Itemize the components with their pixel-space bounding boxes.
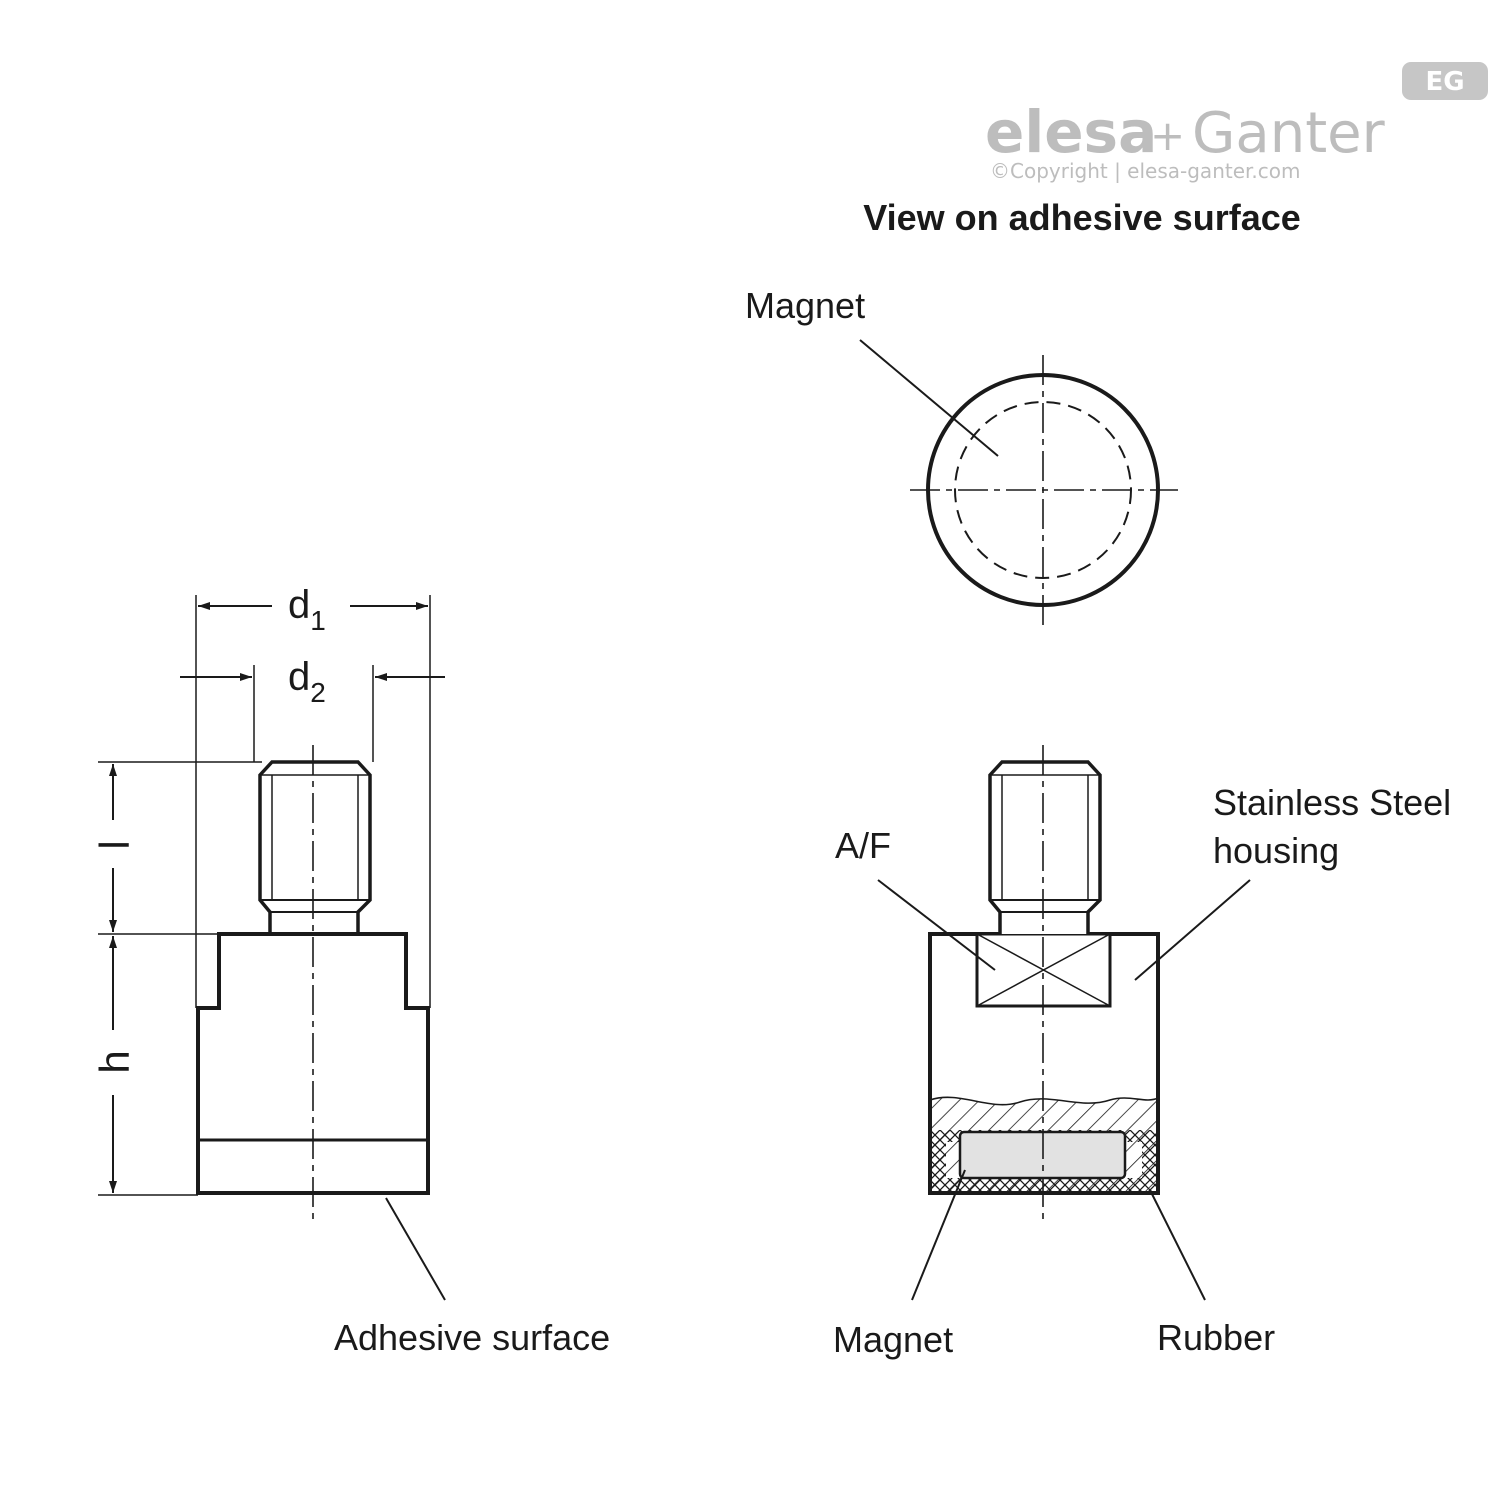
label-af: A/F xyxy=(835,825,891,866)
eg-badge-icon: EG xyxy=(1402,62,1488,100)
eg-badge-text: EG xyxy=(1425,67,1464,97)
rubber-leader xyxy=(1149,1189,1206,1301)
side-view-drawing xyxy=(98,595,446,1301)
brand-logo: EG elesa + Ganter ©Copyright | elesa-gan… xyxy=(985,62,1488,183)
label-adhesive-surface: Adhesive surface xyxy=(334,1317,610,1358)
logo-plus: + xyxy=(1150,111,1185,160)
break-line xyxy=(929,1096,1159,1106)
af-leader xyxy=(877,879,996,971)
logo-elesa: elesa xyxy=(985,98,1157,166)
label-l: l xyxy=(91,840,138,849)
top-view-drawing xyxy=(859,339,1178,625)
label-magnet-bottom: Magnet xyxy=(833,1319,953,1360)
section-stud-outline xyxy=(988,760,1102,934)
magnet-bottom-leader xyxy=(911,1169,966,1301)
view-title: View on adhesive surface xyxy=(863,197,1301,238)
housing-leader xyxy=(1134,879,1251,981)
adhesive-surface-leader xyxy=(385,1197,446,1301)
label-h: h xyxy=(91,1050,138,1073)
label-housing-line2: housing xyxy=(1213,830,1339,871)
rubber-section xyxy=(930,1130,1158,1193)
section-view-drawing xyxy=(877,745,1251,1301)
copyright-text: ©Copyright | elesa-ganter.com xyxy=(990,159,1300,183)
label-magnet-top: Magnet xyxy=(745,285,865,326)
threaded-stud-outline xyxy=(258,760,372,934)
hex-cross-2 xyxy=(976,933,1111,1007)
label-d2: d2 xyxy=(288,655,326,708)
housing-outline xyxy=(196,932,430,1195)
label-d1: d1 xyxy=(288,583,326,636)
label-rubber: Rubber xyxy=(1157,1317,1275,1358)
logo-ganter: Ganter xyxy=(1192,101,1386,166)
magnet-top-leader xyxy=(859,339,999,457)
label-housing-line1: Stainless Steel xyxy=(1213,782,1451,823)
